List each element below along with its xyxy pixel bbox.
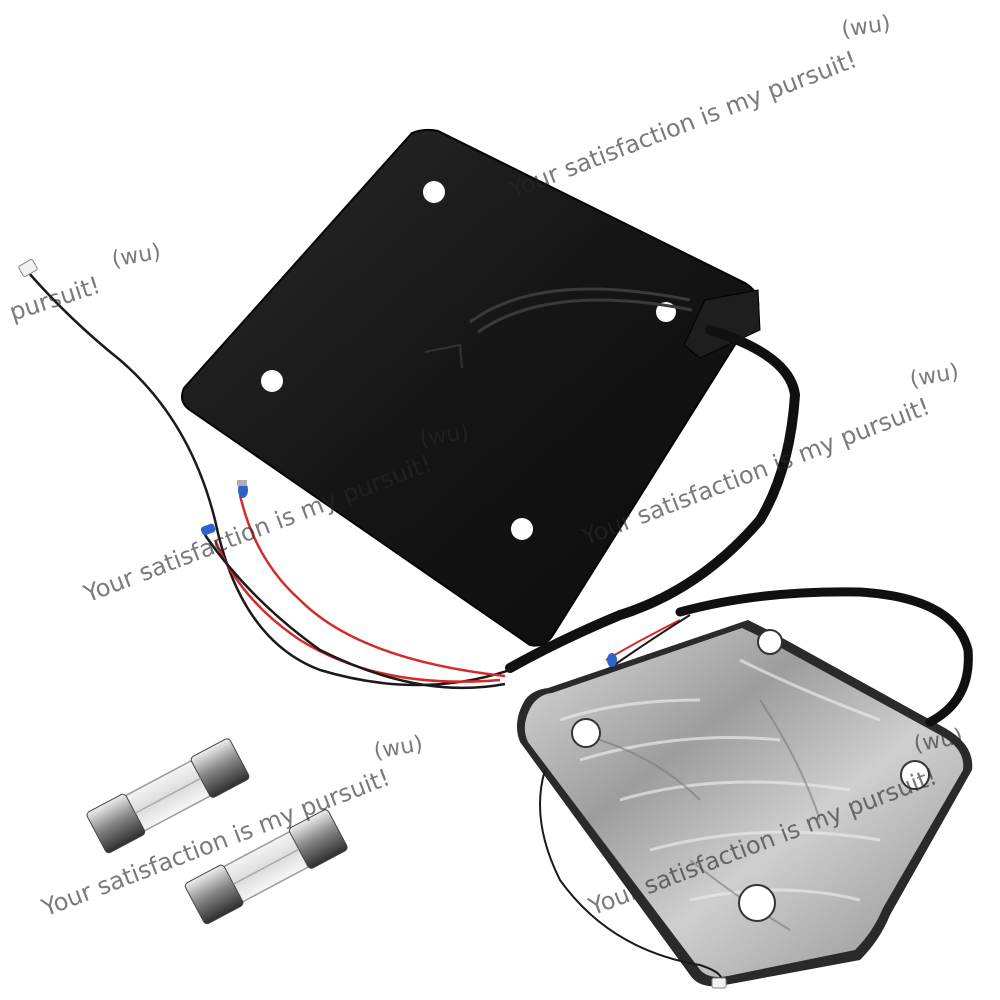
foil-cable: [675, 587, 973, 727]
ring-terminal: [200, 480, 248, 536]
heater-plate: [181, 128, 761, 647]
ring-terminal: [607, 653, 617, 667]
foil-heater: [516, 620, 973, 987]
jst-connector: [18, 259, 38, 277]
mounting-hole: [738, 884, 776, 922]
glass-fuse: [184, 809, 348, 925]
mounting-hole: [261, 370, 283, 392]
mounting-hole: [900, 760, 930, 790]
mounting-hole: [571, 718, 601, 748]
mounting-hole: [511, 518, 533, 540]
plate-cable: [505, 325, 801, 673]
mounting-hole: [757, 629, 783, 655]
mounting-hole: [423, 181, 445, 203]
sensor-wire: [539, 769, 723, 986]
wire-bundle: [27, 271, 511, 690]
jst-connector: [711, 977, 727, 989]
glass-fuse: [86, 738, 250, 854]
